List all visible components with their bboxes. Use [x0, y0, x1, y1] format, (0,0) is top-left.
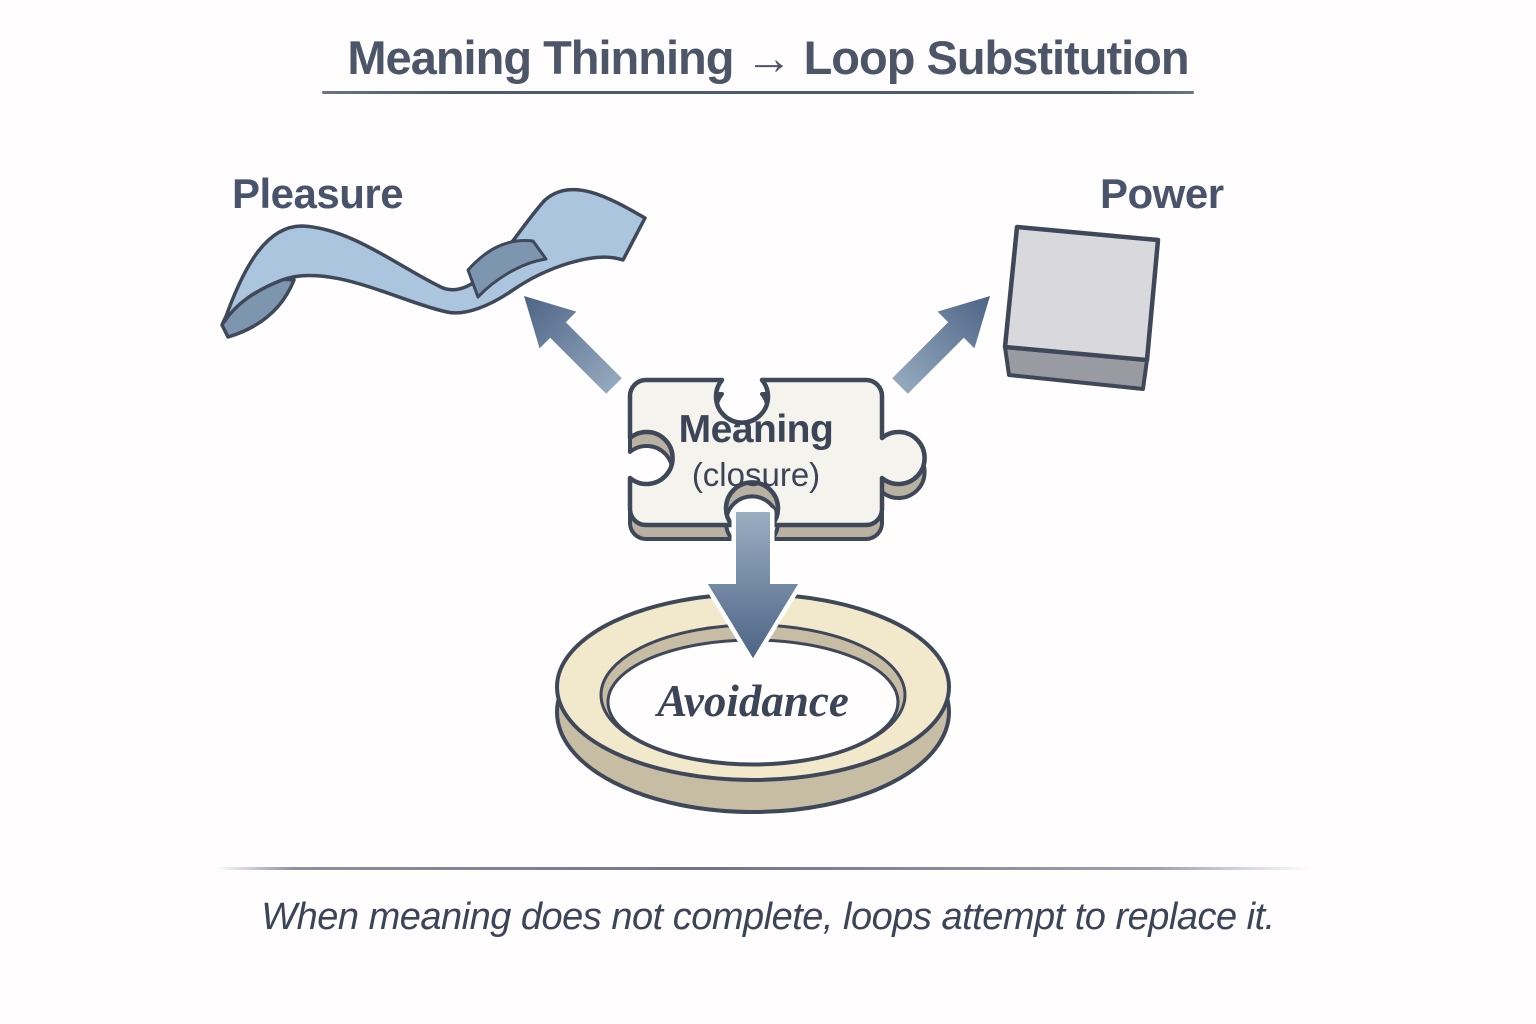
- footer-divider: [216, 867, 1311, 870]
- power-label: Power: [1100, 170, 1224, 217]
- ribbon-icon: [220, 187, 647, 339]
- arrow-to-pleasure-icon: [524, 296, 622, 394]
- meaning-sublabel: (closure): [691, 456, 821, 493]
- pleasure-label: Pleasure: [232, 170, 404, 217]
- arrow-to-power-icon: [892, 296, 990, 394]
- avoidance-label: Avoidance: [657, 676, 849, 726]
- title-underline: [322, 91, 1194, 94]
- caption-text: When meaning does not complete, loops at…: [261, 896, 1275, 938]
- puzzle-piece-icon: [627, 377, 927, 541]
- meaning-label: Meaning: [678, 408, 834, 451]
- page-title: Meaning Thinning → Loop Substitution: [347, 31, 1189, 84]
- cube-icon: [1002, 224, 1161, 391]
- arrow-to-avoidance-fill: [708, 512, 798, 658]
